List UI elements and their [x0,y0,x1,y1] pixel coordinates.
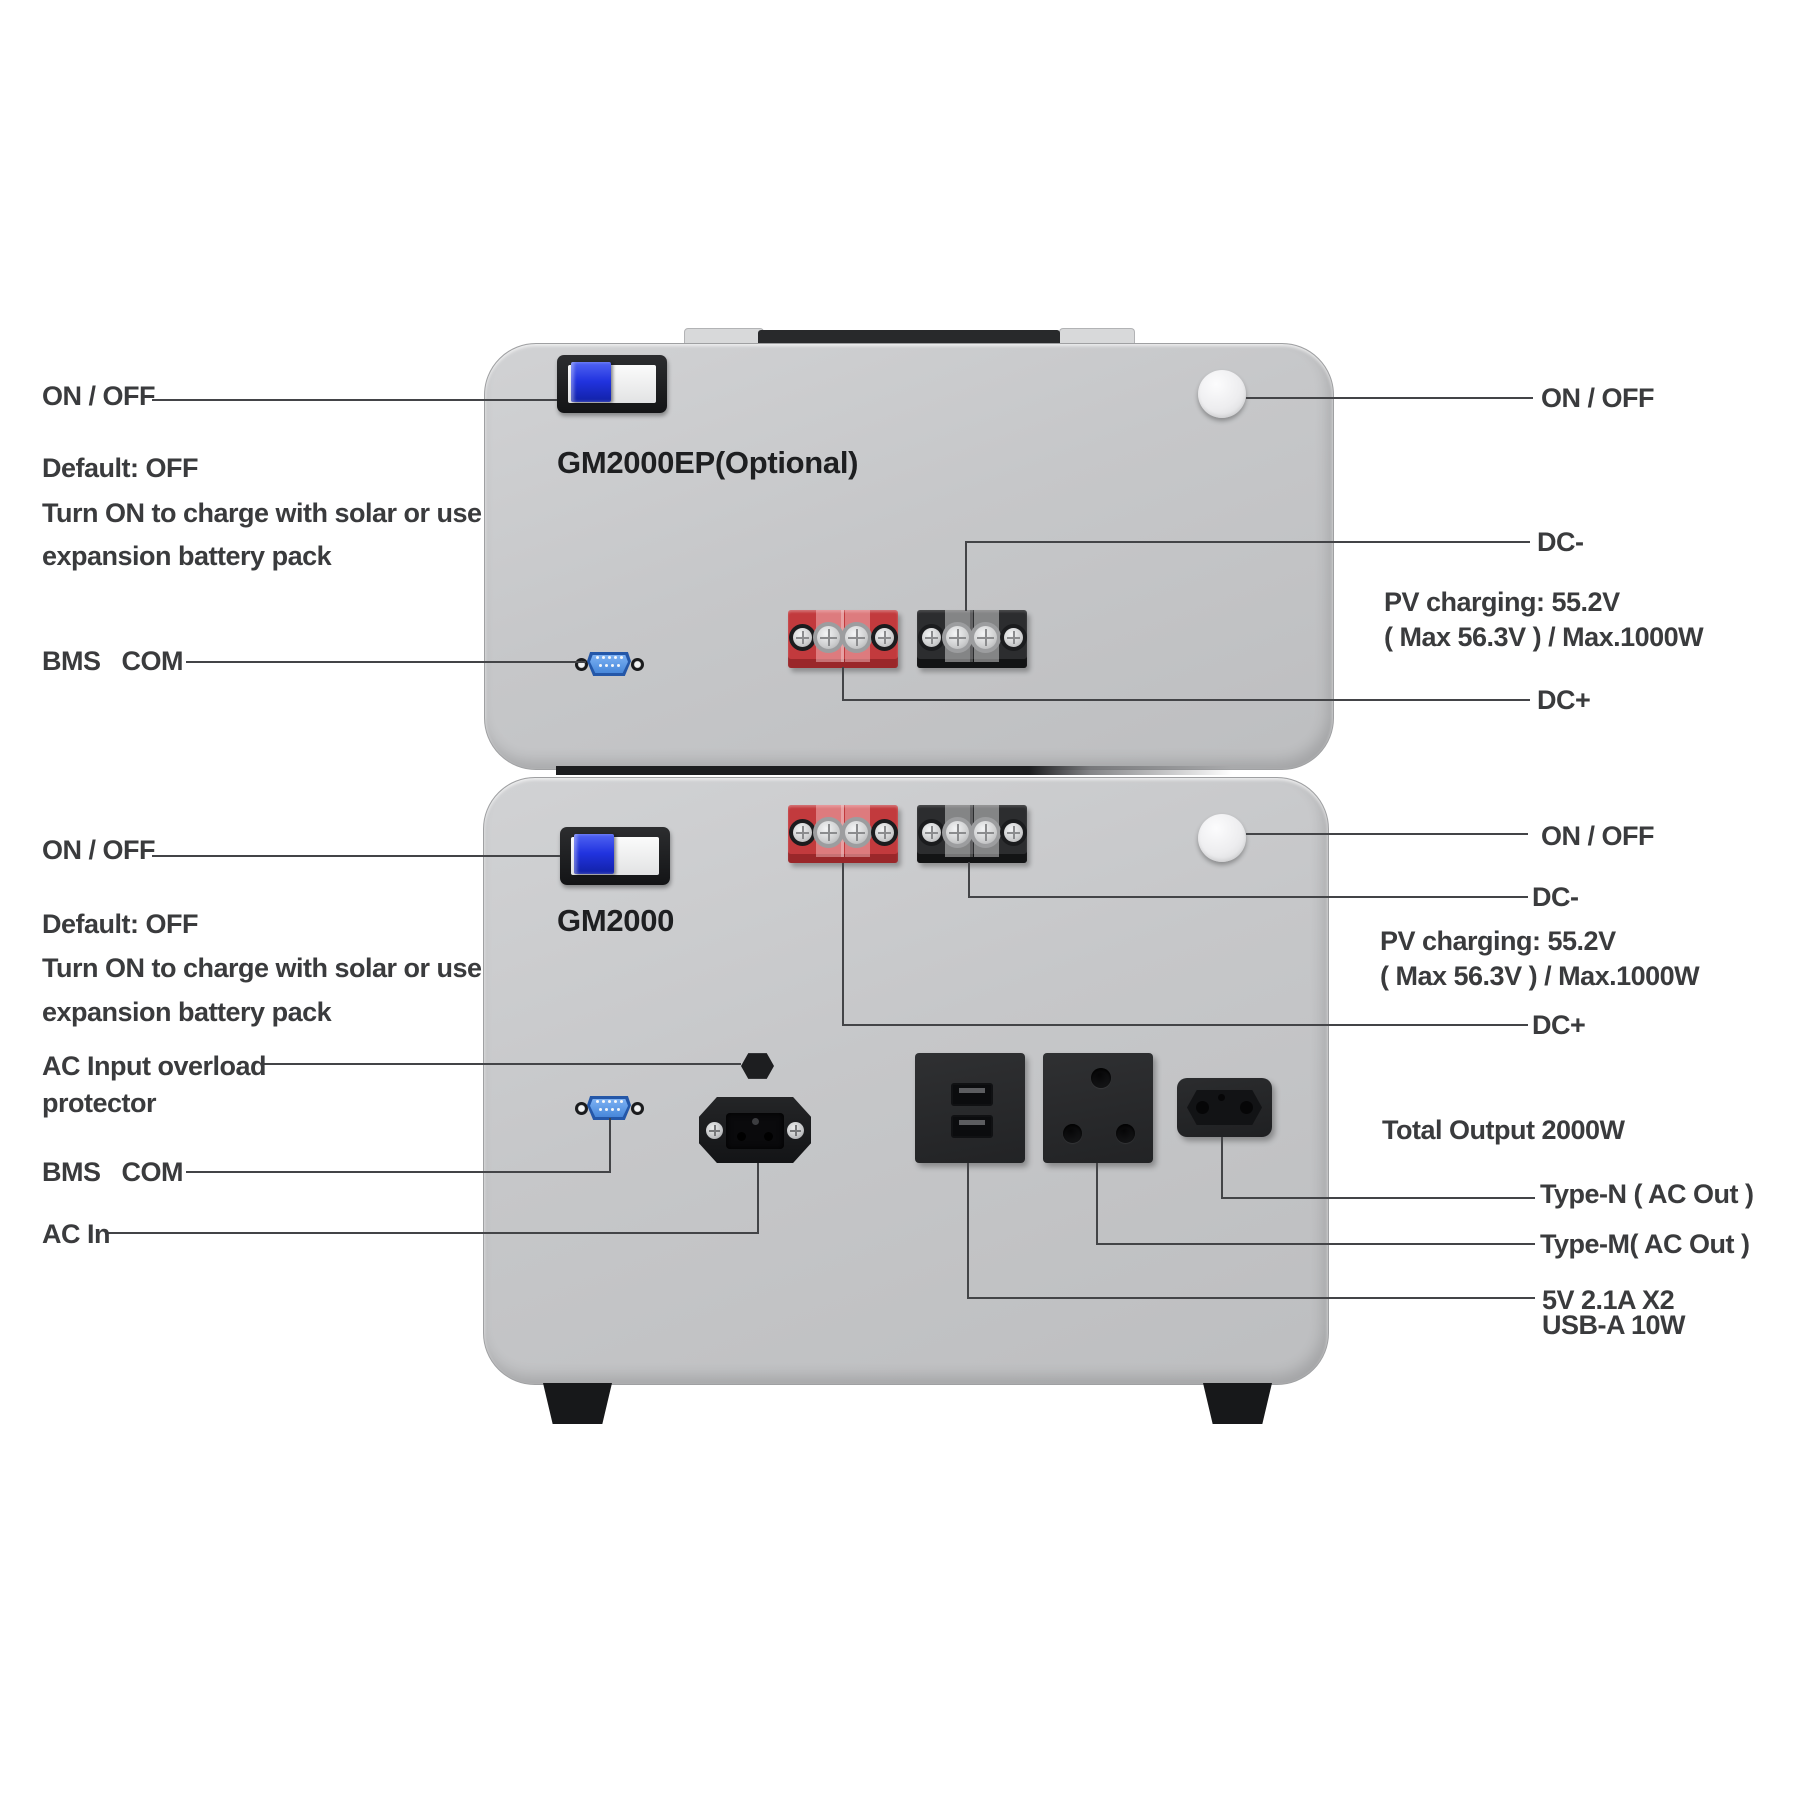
unit-gm2000ep-body [484,343,1334,770]
db9-pin-row-2 [587,1108,631,1111]
label-bottom-dc-minus: DC- [1532,882,1579,912]
label-top-pv-1: PV charging: 55.2V [1384,587,1620,617]
switch-blue-rocker [574,834,614,874]
label-usb-1: 5V 2.1A X2 [1542,1285,1675,1315]
db9-pin-row-1 [587,1100,631,1103]
ac-inlet-recess [726,1113,784,1149]
line-bottom-dc-minus-h [968,896,1528,898]
top-unit-power-switch [557,355,667,413]
line-type-n-v [1221,1137,1223,1199]
db9-pin-row-2 [587,664,631,667]
label-bottom-note-1: Default: OFF [42,909,199,939]
label-bottom-note-2: Turn ON to charge with solar or use [42,953,482,983]
line-bottom-bms-v [609,1118,611,1173]
db9-screw-left [575,658,588,671]
line-top-dc-plus-h [842,699,1530,701]
left-foot [543,1383,612,1424]
label-top-dc-plus: DC+ [1537,685,1591,715]
line-top-left-on-off [152,399,557,401]
usb-port-2 [951,1115,993,1138]
db9-screw-right [631,1102,644,1115]
type-n-socket [1177,1078,1272,1137]
label-bottom-right-on-off: ON / OFF [1541,821,1655,851]
line-top-bms-com [186,661,586,663]
label-ac-in: AC In [42,1219,111,1249]
line-usb-v [967,1163,969,1299]
label-usb-2: USB-A 10W [1542,1310,1686,1340]
type-m-hole-left [1063,1124,1082,1143]
label-total-output: Total Output 2000W [1382,1115,1625,1145]
ac-overload-protector-bolt [741,1053,774,1079]
top-unit-title: GM2000EP(Optional) [557,445,859,480]
ac-in-inlet [699,1097,811,1163]
line-top-dc-minus-v [965,541,967,611]
line-type-m-v [1096,1163,1098,1245]
label-bottom-bms-com: BMS COM [42,1157,184,1187]
line-bottom-bms-h [186,1171,611,1173]
bottom-unit-title: GM2000 [557,903,675,938]
label-bottom-left-on-off: ON / OFF [42,835,156,865]
db9-pin-row-1 [587,656,631,659]
label-top-note-2: Turn ON to charge with solar or use [42,498,482,528]
line-ac-in-h [107,1232,759,1234]
line-bottom-left-on-off [152,855,560,857]
label-type-m: Type-M( AC Out ) [1540,1229,1750,1259]
db9-face [590,655,628,673]
top-unit-on-off-button [1198,370,1246,418]
usb-port-1 [951,1083,993,1106]
switch-blue-rocker [571,362,611,402]
line-usb-h [967,1297,1535,1299]
bottom-unit-dc-plus-terminal [788,805,898,863]
label-ac-overload-2: protector [42,1088,157,1118]
type-m-hole-top [1091,1068,1111,1088]
line-top-dc-plus-v [842,667,844,700]
line-top-right-on-off [1246,397,1533,399]
top-unit-dc-minus-terminal [917,610,1027,668]
label-top-dc-minus: DC- [1537,527,1584,557]
label-top-pv-2: ( Max 56.3V ) / Max.1000W [1384,622,1704,652]
label-top-bms-com: BMS COM [42,646,184,676]
db9-screw-right [631,658,644,671]
label-type-n: Type-N ( AC Out ) [1540,1179,1754,1209]
line-type-m-h [1096,1243,1535,1245]
line-type-n-h [1221,1197,1535,1199]
label-bottom-dc-plus: DC+ [1532,1010,1586,1040]
label-ac-overload-1: AC Input overload [42,1051,267,1081]
bottom-unit-dc-minus-terminal [917,805,1027,863]
label-top-note-3: expansion battery pack [42,541,332,571]
line-ac-in-v [757,1163,759,1234]
ac-inlet-screw-right [787,1122,804,1139]
label-top-right-on-off: ON / OFF [1541,383,1655,413]
line-bottom-dc-plus-v [842,863,844,1025]
bottom-unit-power-switch [560,827,670,885]
bottom-unit-on-off-button [1198,814,1246,862]
label-bottom-note-3: expansion battery pack [42,997,332,1027]
usb-a-outlet [915,1053,1025,1163]
label-top-note-1: Default: OFF [42,453,199,483]
switch-window [568,362,656,403]
carry-handle-bar [758,330,1060,344]
type-n-recess [1187,1090,1262,1125]
label-bottom-pv-1: PV charging: 55.2V [1380,926,1616,956]
bottom-unit-bms-com-port [587,1096,631,1120]
line-bottom-right-on-off [1246,833,1528,835]
switch-window [571,834,659,875]
line-bottom-dc-plus-h [842,1024,1528,1026]
stack-gap-shadow [556,766,1232,775]
right-foot [1203,1383,1272,1424]
ac-inlet-screw-left [706,1122,723,1139]
line-ac-overload [263,1063,741,1065]
label-top-left-on-off: ON / OFF [42,381,156,411]
top-unit-dc-plus-terminal [788,610,898,668]
db9-screw-left [575,1102,588,1115]
label-bottom-pv-2: ( Max 56.3V ) / Max.1000W [1380,961,1700,991]
db9-face [590,1099,628,1117]
line-bottom-dc-minus-v [968,862,970,897]
type-m-hole-right [1116,1124,1135,1143]
top-unit-bms-com-port [587,652,631,676]
line-top-dc-minus-h [965,541,1530,543]
type-m-socket [1043,1053,1153,1163]
